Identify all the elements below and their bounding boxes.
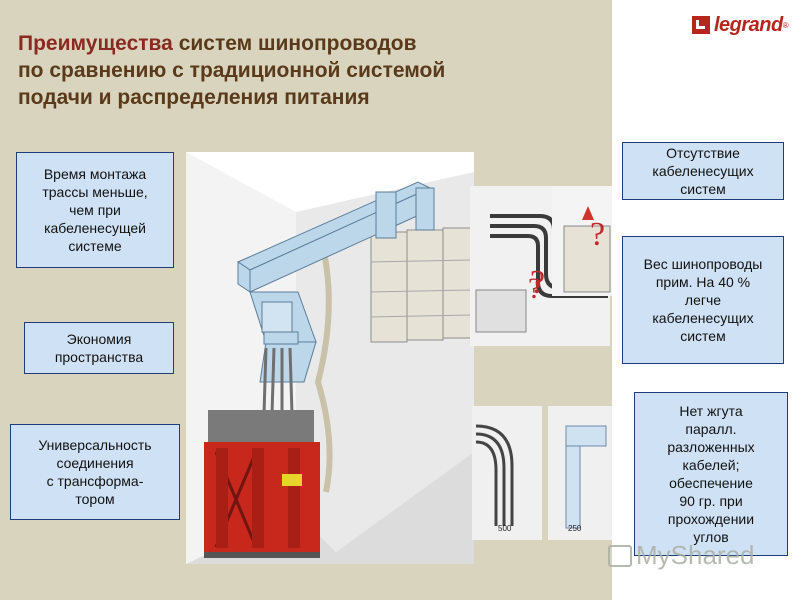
slide-title: Преимущества систем шинопроводов по срав… [18,30,578,111]
advantage-text: Отсутствие кабеленесущих систем [652,145,754,197]
title-rest: систем шинопроводов по сравнению с тради… [18,32,446,109]
advantage-text: Вес шинопроводы прим. На 40 % легче кабе… [643,256,763,344]
legrand-logo: legrand® [692,14,789,36]
title-accent: Преимущества [18,32,173,55]
advantage-box-no-trays: Отсутствие кабеленесущих систем [622,142,784,200]
transformer-icon [204,410,320,558]
switchboard-illustration: ? [552,186,612,296]
question-mark-text-2: ? [590,216,606,253]
advantage-text: Универсальность соединения с трансформа-… [38,437,152,507]
logo-text: legrand [714,13,783,36]
advantage-box-bundle: Нет жгута паралл. разложенных кабелей; о… [634,392,788,556]
busbar-illustration-svg [186,152,474,564]
advantage-box-connection: Универсальность соединения с трансформа-… [10,424,180,520]
watermark: MyShared [608,540,755,571]
advantage-text: Нет жгута паралл. разложенных кабелей; о… [667,403,755,545]
dimension-label-250: 250 [568,524,582,533]
cable-bend-illustration: 500 [472,406,542,540]
svg-text:?: ? [528,272,541,305]
dimension-label-500: 500 [498,524,512,533]
advantage-text: Экономия пространства [54,331,144,365]
busbar-bend-illustration: 250 [548,406,612,540]
busbar-installation-illustration [186,152,474,564]
watermark-text: MyShared [636,540,755,570]
advantage-box-space: Экономия пространства [24,322,174,374]
advantage-box-install-time: Время монтажа трассы меньше, чем при каб… [16,152,174,268]
question-mark-text: ? [530,264,546,301]
logo-registered: ® [782,20,789,30]
watermark-icon [608,544,632,567]
advantage-box-weight: Вес шинопроводы прим. На 40 % легче кабе… [622,236,784,364]
legrand-mark-icon [692,16,710,34]
advantage-text: Время монтажа трассы меньше, чем при каб… [42,166,148,254]
